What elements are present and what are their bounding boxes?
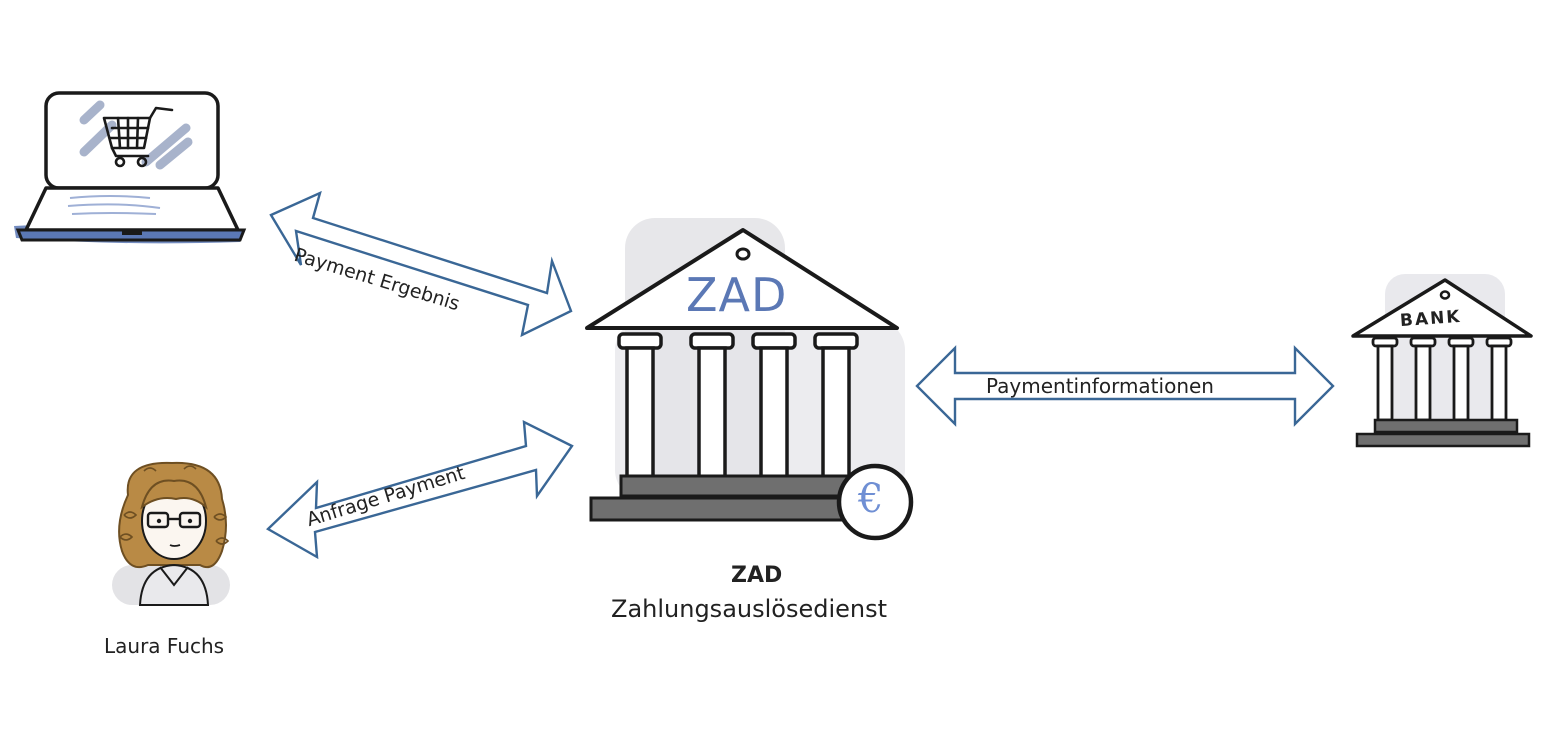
zad-subtitle: Zahlungsauslösedienst [611,595,888,623]
bank-building-icon [585,218,914,541]
bank-building-icon [1351,274,1533,448]
woman-avatar-icon [112,461,230,606]
bank-pediment-text: BANK [1399,306,1463,332]
arrow-label-anfrage-payment: Anfrage Payment [304,462,468,532]
zad-title: ZAD [731,563,783,588]
arrow-label-paymentinformationen: Paymentinformationen [986,374,1214,398]
arrow-label-payment-ergebnis: Payment Ergebnis [291,244,463,316]
zad-pediment-text: ZAD [686,268,788,322]
euro-coin-icon: € [858,476,884,522]
laptop-shopping-cart-icon [14,91,247,244]
customer-name-label: Laura Fuchs [104,634,225,658]
